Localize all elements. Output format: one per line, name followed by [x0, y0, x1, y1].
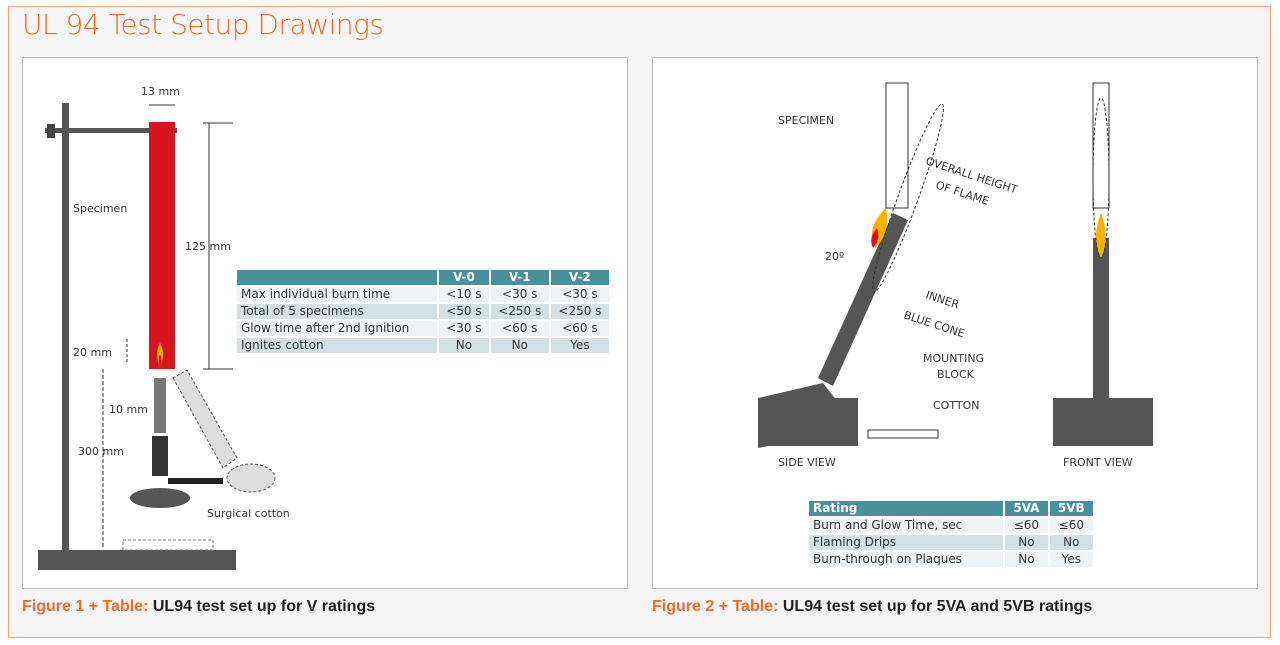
tilted-burner: [818, 213, 908, 386]
cotton-roll: [867, 429, 939, 439]
front-flame-outline: [1092, 97, 1110, 259]
table-row: Glow time after 2nd ignition<30 s<60 s<6…: [234, 319, 612, 338]
cotton-pad: [122, 539, 214, 551]
angle-label: 20º: [825, 250, 844, 263]
figure-2-caption: Figure 2 + Table: UL94 test set up for 5…: [652, 598, 1092, 616]
burner-base-ghost: [226, 463, 276, 493]
v-rating-setup-drawing: 13 mm Specimen 125 mm 20 mm 10 mm 300 mm…: [38, 85, 290, 570]
5v-rating-setup-drawing: SPECIMEN OVERALL HEIGHT OF FLAME 20º INN…: [758, 82, 1153, 469]
cotton-label: COTTON: [933, 399, 979, 412]
specimen-bar: [149, 122, 175, 369]
specimen-bar-side: [885, 82, 909, 209]
flame-height-label: 20 mm: [73, 346, 112, 359]
width-label: 13 mm: [141, 85, 180, 98]
front-burner: [1093, 238, 1109, 398]
specimen-label: Specimen: [73, 202, 127, 215]
burner-tilted-ghost: [172, 369, 238, 469]
height-label: 300 mm: [78, 445, 124, 458]
burner-body: [152, 436, 168, 476]
page-title: UL 94 Test Setup Drawings: [22, 8, 384, 41]
gas-pipe: [168, 478, 223, 484]
specimen-label: SPECIMEN: [778, 114, 834, 127]
table-row: Total of 5 specimens<50 s<250 s<250 s: [234, 302, 612, 321]
table-row: Max individual burn time<10 s<30 s<30 s: [234, 285, 612, 304]
flame-outline: [872, 103, 944, 293]
side-view-label: SIDE VIEW: [778, 456, 836, 469]
caption-text: UL94 test set up for 5VA and 5VB ratings: [782, 598, 1093, 615]
length-label: 125 mm: [185, 240, 231, 253]
caption-prefix: Figure 2 + Table:: [652, 598, 779, 615]
burner-base: [130, 488, 190, 508]
inner-cone-label-2: BLUE CONE: [902, 308, 966, 340]
caption-prefix: Figure 1 + Table:: [22, 598, 149, 615]
figure-2-panel: SPECIMEN OVERALL HEIGHT OF FLAME 20º INN…: [652, 57, 1258, 589]
front-base: [1053, 398, 1153, 446]
clamp-arm: [45, 128, 177, 133]
inner-cone-label: INNER: [924, 288, 961, 311]
mounting-block-label-2: BLOCK: [937, 368, 975, 381]
specimen-bar-front: [1092, 82, 1110, 209]
flame-core: [158, 354, 162, 368]
cotton-label: Surgical cotton: [207, 507, 290, 520]
stand-rod: [62, 103, 69, 553]
clamp-knob: [47, 124, 55, 138]
table-row: Burn and Glow Time, sec≤60≤60: [806, 516, 1096, 535]
gap-label: 10 mm: [109, 403, 148, 416]
front-flame-icon: [1096, 213, 1106, 258]
flame-core: [871, 228, 879, 248]
mounting-block-base: [758, 398, 858, 446]
front-view-label: FRONT VIEW: [1063, 456, 1133, 469]
figure-1-caption: Figure 1 + Table: UL94 test set up for V…: [22, 598, 375, 616]
burner-tube: [154, 378, 166, 433]
stand-base: [38, 550, 236, 570]
mounting-block-label: MOUNTING: [923, 352, 984, 365]
figure-1-panel: 13 mm Specimen 125 mm 20 mm 10 mm 300 mm…: [22, 57, 628, 589]
caption-text: UL94 test set up for V ratings: [152, 598, 376, 615]
